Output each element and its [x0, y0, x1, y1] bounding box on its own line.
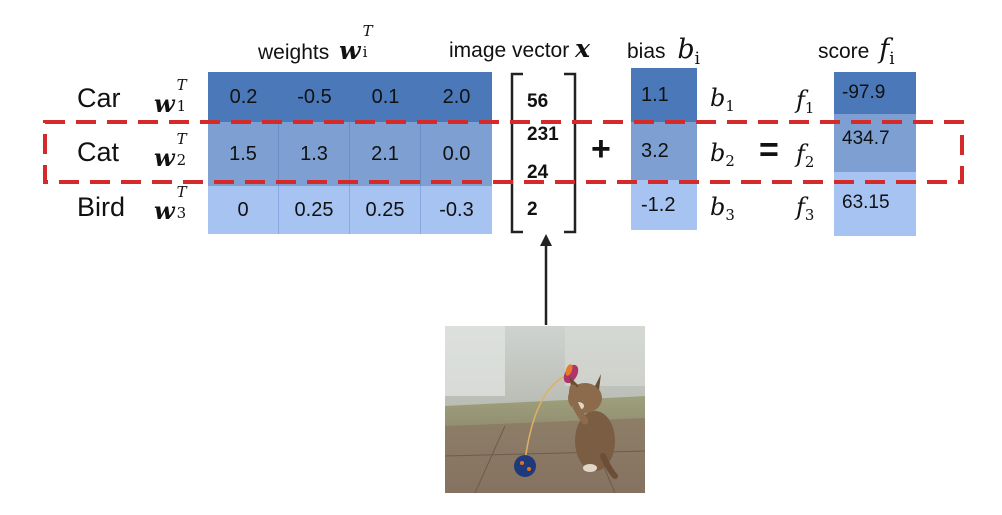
row-label-car: Car	[77, 83, 121, 113]
weight-cell: 0.25	[279, 186, 350, 234]
image-vector-header-label: image vector	[449, 39, 570, 62]
score-header: score fi	[818, 34, 895, 68]
image-vector-header-symbol: x	[575, 34, 590, 63]
f3-symbol: f3	[796, 193, 815, 225]
plus-operator: +	[591, 130, 611, 168]
weight-cell: 0	[208, 186, 279, 234]
weight-cell: 0.1	[350, 72, 421, 122]
b3-symbol: b3	[710, 193, 735, 225]
weight-cell: 0.25	[350, 186, 421, 234]
weight-cell: 1.3	[279, 122, 350, 186]
cat-row-highlight	[43, 120, 964, 184]
bias-cell: 3.2	[631, 122, 697, 180]
vector-left-bracket	[510, 72, 523, 234]
bias-cell: 1.1	[631, 68, 697, 122]
weight-cell: 1.5	[208, 122, 279, 186]
image-vector-header: image vector x	[449, 34, 590, 63]
weights-header-label: weights	[258, 41, 330, 64]
image-vector-entry: 56	[527, 91, 549, 112]
equals-operator: =	[759, 131, 779, 169]
bias-header-symbol: bi	[677, 34, 701, 68]
weight-cell: -0.5	[279, 72, 350, 122]
bias-header: bias bi	[627, 34, 700, 68]
bias-header-label: bias	[627, 40, 666, 63]
cat-photo	[445, 326, 645, 493]
score-header-symbol: fi	[879, 34, 895, 68]
image-vector-entry: 231	[527, 124, 559, 145]
arrow-head-icon	[540, 234, 552, 246]
f2-symbol: f2	[796, 140, 815, 172]
f1-symbol: f1	[796, 86, 815, 118]
b1-symbol: b1	[710, 84, 735, 116]
image-vector-entry: 2	[527, 199, 538, 220]
weight-cell: 2.1	[350, 122, 421, 186]
weight-cell: 0.0	[421, 122, 492, 186]
score-header-label: score	[818, 40, 870, 63]
image-vector-entry: 24	[527, 162, 549, 183]
vector-right-bracket	[564, 72, 577, 234]
score-cell: -97.9	[834, 72, 916, 114]
b2-symbol: b2	[710, 139, 735, 171]
score-cell: 434.7	[834, 114, 916, 172]
row-label-bird: Bird	[77, 192, 126, 222]
cat-photo-illustration	[445, 326, 645, 493]
weight-matrix: 0.2 -0.5 0.1 2.0 1.5 1.3 2.1 0.0 0 0.25 …	[208, 72, 492, 234]
weight-cell: -0.3	[421, 186, 492, 234]
weight-cell: 2.0	[421, 72, 492, 122]
row-label-cat: Cat	[77, 137, 120, 167]
weight-cell: 0.2	[208, 72, 279, 122]
bias-cell: -1.2	[631, 180, 697, 230]
